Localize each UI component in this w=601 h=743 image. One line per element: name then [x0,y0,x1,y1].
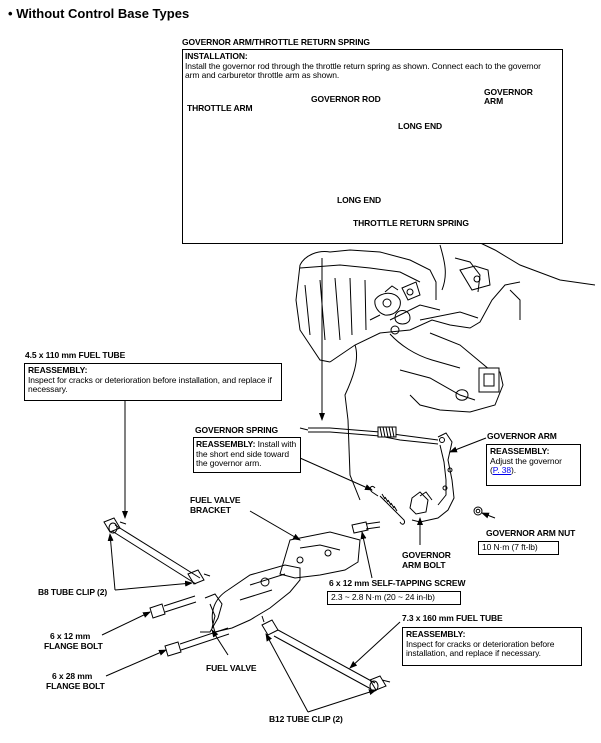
self-tapping-screw-title: 6 x 12 mm SELF-TAPPING SCREW [329,578,466,588]
section-title: • Without Control Base Types [8,6,189,21]
flange-bolt-28-label-2: FLANGE BOLT [46,681,105,691]
long-end-top-label: LONG END [398,121,443,131]
governor-arm-reassembly-label: REASSEMBLY: [490,446,550,456]
fuel-tube-160-part [273,629,379,692]
governor-spring-reassembly-label: REASSEMBLY: [196,439,256,449]
fuel-tube-160-reassembly-label: REASSEMBLY: [406,629,466,639]
governor-rod-label: GOVERNOR ROD [311,94,381,104]
b12-tube-clip-label: B12 TUBE CLIP (2) [269,714,343,724]
fuel-tube-110-reassembly-text: Inspect for cracks or deterioration befo… [28,374,272,394]
flange-bolt-28-label-1: 6 x 28 mm [52,671,93,681]
installation-label: INSTALLATION: [185,51,248,61]
flange-bolt-12-label-1: 6 x 12 mm [50,631,91,641]
fuel-valve-bracket-label-2: BRACKET [190,505,231,515]
governor-arm-note-text: REASSEMBLY: Adjust the governor (P. 38). [490,446,576,476]
governor-arm-link-suffix: ). [511,465,516,475]
b8-tube-clip-label: B8 TUBE CLIP (2) [38,587,108,597]
fuel-valve-bracket-part [200,531,361,633]
governor-arm-nut-torque: 10 N·m (7 ft-lb) [482,542,538,552]
inset-heading: GOVERNOR ARM/THROTTLE RETURN SPRING [182,37,370,47]
self-tapping-screw-torque-box [327,591,461,605]
fuel-tube-110-reassembly-label: REASSEMBLY: [28,365,88,375]
governor-arm-bolt-label-1: GOVERNOR [402,550,451,560]
fuel-tube-110-note-text: REASSEMBLY: Inspect for cracks or deteri… [28,365,278,395]
fuel-valve-label: FUEL VALVE [206,663,257,673]
fuel-tube-160-title: 7.3 x 160 mm FUEL TUBE [402,613,503,623]
fuel-tube-160-note [402,627,582,666]
fuel-tube-110-note [24,363,282,401]
throttle-return-spring-label: THROTTLE RETURN SPRING [353,218,469,228]
section-title-text: Without Control Base Types [16,6,190,21]
long-end-bottom-label: LONG END [337,195,382,205]
inset-governor-arm-label-2: ARM [484,96,504,106]
fuel-tube-160-reassembly-text: Inspect for cracks or deterioration befo… [406,638,555,658]
inset-box [182,49,563,244]
governor-arm-note [486,444,581,486]
governor-arm-bolt-label-2: ARM BOLT [402,560,446,570]
governor-adjust-page-link[interactable]: P. 38 [492,465,511,475]
governor-arm-title: GOVERNOR ARM [487,431,557,441]
governor-spring-part [369,485,405,525]
installation-note: INSTALLATION: Install the governor rod t… [185,51,557,81]
callout-leaders [101,258,496,713]
governor-arm-reassembly-text: Adjust the governor [490,455,562,466]
governor-spring-note [193,437,301,473]
fuel-tube-110-title: 4.5 x 110 mm FUEL TUBE [25,350,126,360]
governor-spring-reassembly-text: Install with the short end side toward t… [196,439,297,468]
throttle-arm-label: THROTTLE ARM [187,103,253,113]
governor-spring-title: GOVERNOR SPRING [195,425,279,435]
section-bullet: • [8,6,13,21]
inset-governor-arm-label-1: GOVERNOR [484,87,533,97]
fuel-valve-bracket-label-1: FUEL VALVE [190,495,241,505]
governor-arm-link-prefix: ( [490,465,493,475]
b12-tube-clip-parts [261,615,391,691]
flange-bolt-12-label-2: FLANGE BOLT [44,641,103,651]
governor-spring-note-text: REASSEMBLY: Install with the short end s… [196,439,298,469]
fuel-tube-160-note-text: REASSEMBLY: Inspect for cracks or deteri… [406,629,578,659]
governor-arm-nut-title: GOVERNOR ARM NUT [486,528,576,538]
self-tapping-screw-part [351,521,381,534]
governor-arm-part [409,432,483,523]
governor-arm-nut-torque-box [478,541,559,555]
governor-rod-main [299,426,439,445]
installation-text: Install the governor rod through the thr… [185,60,541,80]
fuel-tube-110-part [108,522,201,585]
self-tapping-screw-torque: 2.3 ~ 2.8 N·m (20 ~ 24 in-lb) [331,592,435,602]
flange-bolts [149,595,230,657]
